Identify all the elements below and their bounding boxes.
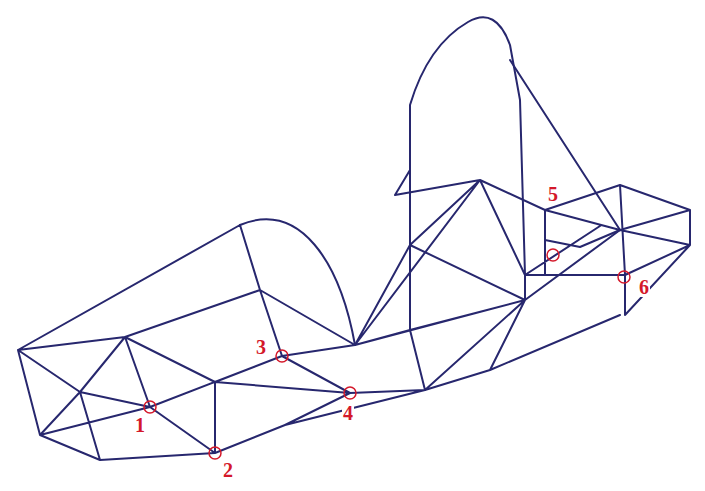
callout-number: 6 — [638, 277, 650, 297]
tube-members — [18, 17, 690, 460]
callout-markers — [144, 249, 630, 459]
callout-circle — [276, 350, 288, 362]
callout-circle — [144, 401, 156, 413]
callout-circle — [618, 271, 630, 283]
main-hoop — [410, 17, 525, 330]
callout-number: 5 — [547, 184, 559, 204]
rear-section — [525, 185, 690, 315]
cockpit-section — [355, 60, 620, 390]
callout-number: 3 — [255, 337, 267, 357]
callout-circle — [547, 249, 559, 261]
callout-number: 1 — [134, 415, 146, 435]
front-hoop — [240, 219, 355, 345]
callout-number: 4 — [342, 403, 354, 423]
callout-circle — [344, 387, 356, 399]
callout-circle — [209, 447, 221, 459]
callout-number: 2 — [222, 460, 234, 480]
